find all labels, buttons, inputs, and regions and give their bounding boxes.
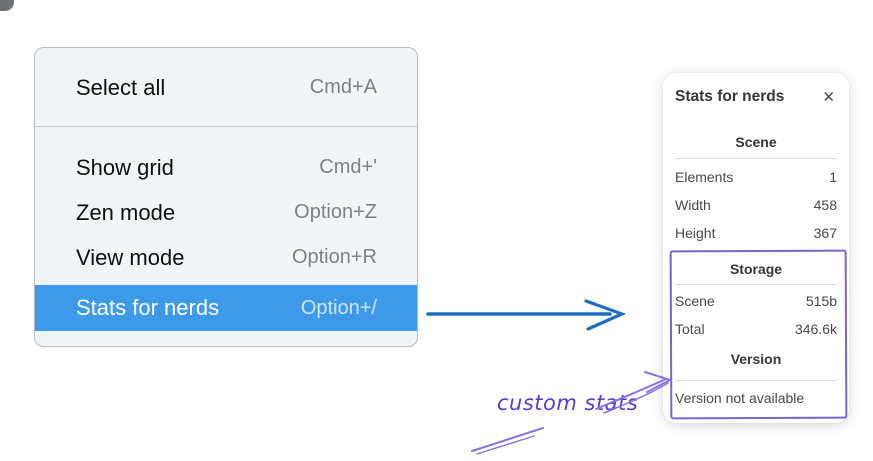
stats-panel-header: Stats for nerds ✕ <box>675 87 837 107</box>
section-title-version: Version <box>730 351 782 367</box>
section-divider <box>675 380 837 381</box>
flow-arrow <box>426 299 627 331</box>
section-divider <box>675 158 837 159</box>
stat-label: Height <box>675 225 716 241</box>
menu-item-shortcut: Cmd+' <box>319 156 377 178</box>
section-title-scene: Scene <box>735 134 777 150</box>
stat-row-elements: Elements 1 <box>675 163 837 191</box>
stats-panel: Stats for nerds ✕ Scene Elements 1 Width… <box>663 73 849 423</box>
menu-item-label: Show grid <box>76 154 174 180</box>
menu-item-shortcut: Option+R <box>291 246 377 268</box>
annotation-text: custom stats <box>497 391 639 415</box>
menu-item-stats-for-nerds[interactable]: Stats for nerds Option+/ <box>35 285 417 331</box>
stat-value: 515b <box>805 293 837 309</box>
scene-rows: Elements 1 Width 458 Height 367 <box>675 163 837 247</box>
panel-title: Stats for nerds <box>675 88 785 105</box>
menu-item-shortcut: Cmd+A <box>309 76 377 98</box>
stat-label: Elements <box>675 169 734 185</box>
stat-row-width: Width 458 <box>675 191 837 219</box>
menu-item-show-grid[interactable]: Show grid Cmd+' <box>35 145 417 190</box>
cropped-window-corner <box>0 0 14 11</box>
menu-item-shortcut: Option+/ <box>300 296 377 319</box>
stat-label: Width <box>675 197 711 213</box>
stat-label: Scene <box>675 293 715 309</box>
context-menu: Select all Cmd+A Show grid Cmd+' Zen mod… <box>34 47 418 347</box>
stat-value: 458 <box>813 197 837 213</box>
stat-row-total-size: Total 346.6k <box>675 315 837 343</box>
stat-label: Total <box>675 321 705 337</box>
stat-value: 1 <box>829 169 837 185</box>
menu-divider <box>35 126 417 127</box>
section-title-storage: Storage <box>729 261 783 277</box>
version-note: Version not available <box>675 390 805 406</box>
storage-rows: Scene 515b Total 346.6k <box>675 287 837 343</box>
menu-item-label: Stats for nerds <box>76 295 220 320</box>
close-icon[interactable]: ✕ <box>822 88 835 106</box>
section-divider <box>675 284 837 285</box>
menu-item-label: Zen mode <box>76 199 176 225</box>
stat-value: 367 <box>813 225 837 241</box>
menu-item-label: View mode <box>76 244 185 270</box>
menu-item-label: Select all <box>76 74 166 100</box>
menu-item-view-mode[interactable]: View mode Option+R <box>35 235 417 280</box>
menu-item-select-all[interactable]: Select all Cmd+A <box>35 59 417 116</box>
menu-item-zen-mode[interactable]: Zen mode Option+Z <box>35 190 417 235</box>
stat-row-height: Height 367 <box>675 219 837 247</box>
stat-row-scene-size: Scene 515b <box>675 287 837 315</box>
menu-item-shortcut: Option+Z <box>294 201 377 223</box>
stat-value: 346.6k <box>794 321 837 337</box>
